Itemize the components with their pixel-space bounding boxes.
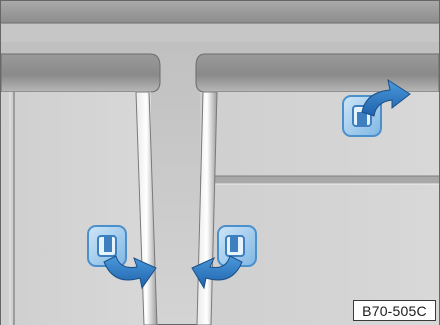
- figure-code: B70-505C: [353, 300, 436, 321]
- left-shelf: [0, 53, 161, 325]
- curved-arrow-icon: [103, 255, 157, 290]
- curved-arrow-icon: [361, 78, 411, 117]
- curved-arrow-icon: [191, 255, 243, 290]
- top-shelf: [1, 1, 439, 23]
- right-shelf: [195, 53, 440, 325]
